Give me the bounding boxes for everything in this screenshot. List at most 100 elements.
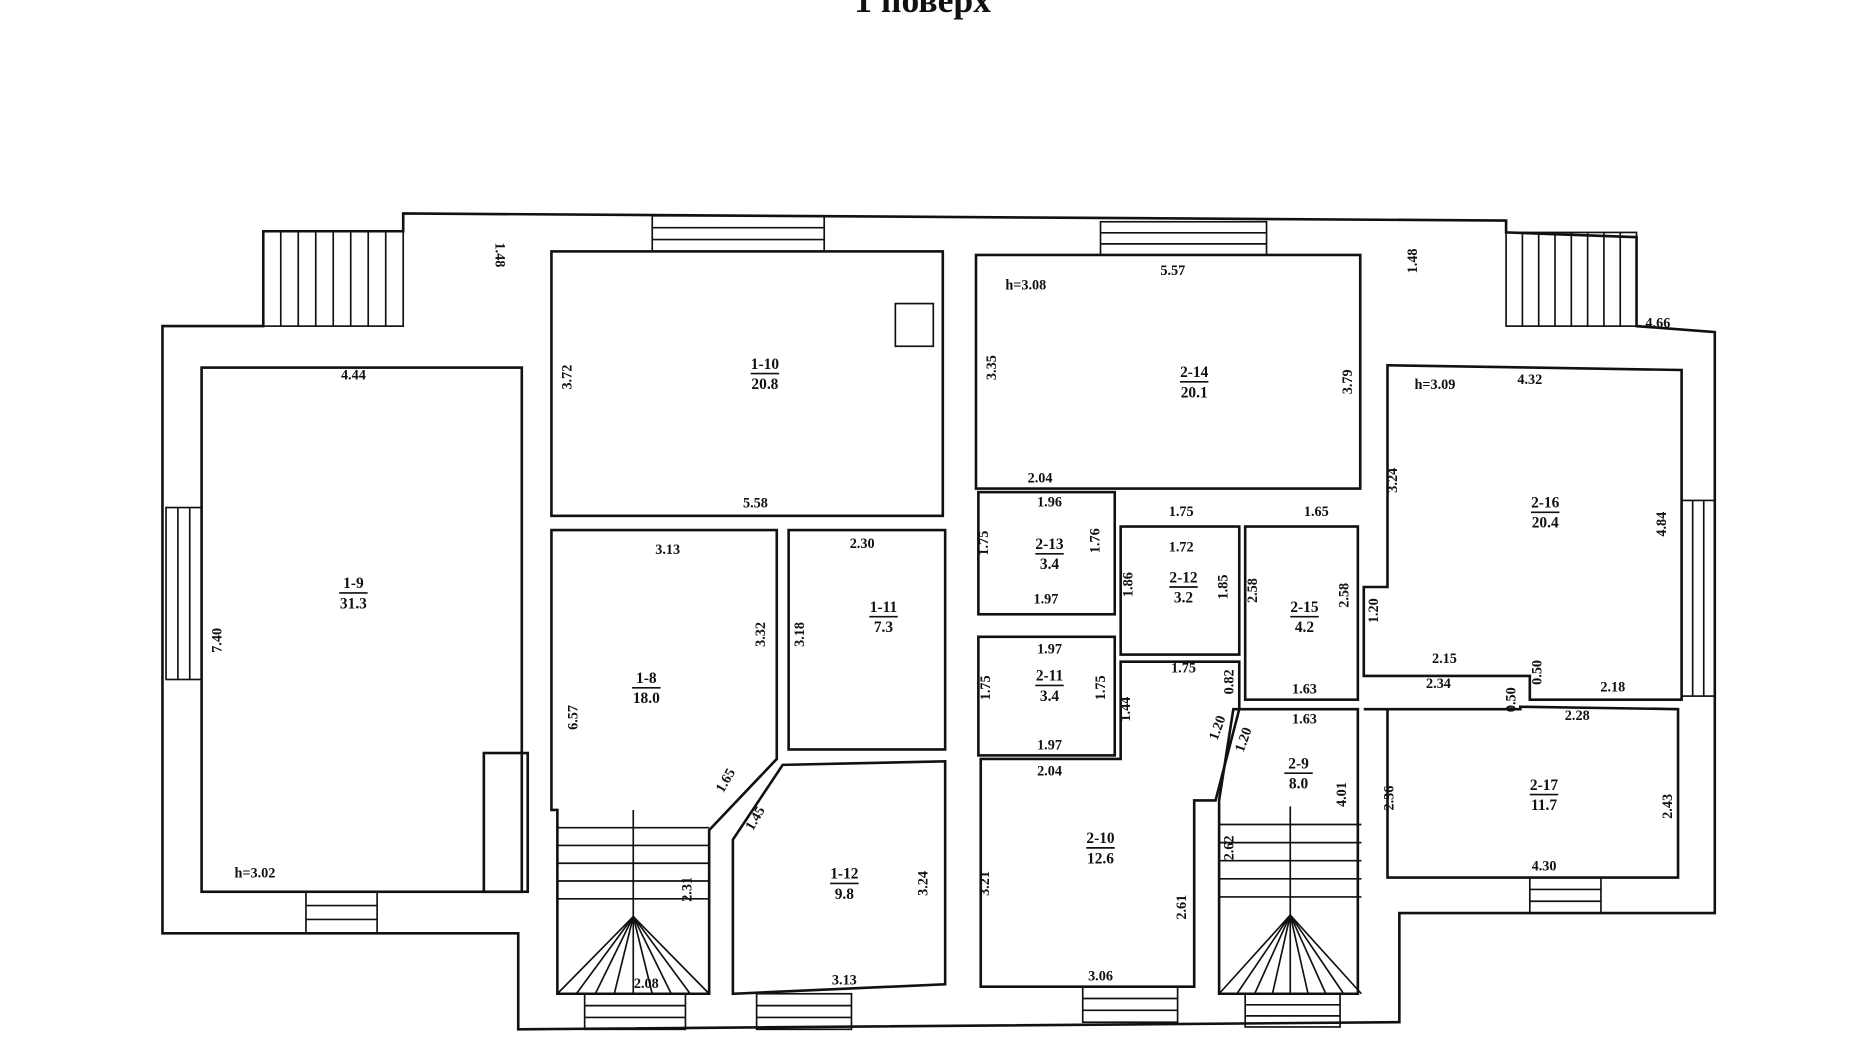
room-number: 2-14: [1180, 364, 1209, 381]
dimension-label: 3.32: [753, 622, 769, 647]
dimension-label: 1.44: [1118, 697, 1134, 722]
window: [165, 506, 203, 681]
staircase-right: [1218, 806, 1363, 995]
dimension-label: 3.35: [984, 355, 1000, 380]
stove-icon: [894, 302, 935, 348]
dimension-label: 2.36: [1381, 786, 1397, 811]
room-2-10-outline: [979, 660, 1241, 988]
dimension-label: 6.57: [566, 705, 582, 730]
room-number: 2-12: [1169, 569, 1198, 586]
dimension-label: 1.63: [1292, 711, 1317, 727]
room-area: 20.8: [751, 376, 778, 393]
fireplace: [482, 751, 530, 894]
dimension-label: 2.15: [1432, 651, 1457, 667]
dimension-label: 1.86: [1121, 572, 1137, 597]
dimension-label: 3.24: [1385, 468, 1401, 493]
room-label-1-12: 1-12 9.8: [830, 866, 859, 903]
window: [651, 214, 826, 253]
dimension-label: 1.63: [1292, 682, 1317, 698]
room-label-2-15: 2-15 4.2: [1290, 599, 1319, 636]
dimension-label: 2.34: [1426, 676, 1451, 692]
dimension-label: 4.44: [341, 367, 366, 383]
dimension-label: 2.58: [1245, 578, 1261, 603]
window: [755, 992, 853, 1031]
dimension-label: 1.20: [1366, 598, 1382, 623]
room-number: 1-10: [751, 356, 780, 373]
dimension-label: 1.85: [1215, 575, 1231, 600]
dimension-label: 3.13: [832, 972, 857, 988]
room-1-9-outline: [200, 366, 524, 894]
dimension-label: 3.72: [560, 365, 576, 390]
dimension-label: 0.50: [1530, 660, 1546, 685]
room-area: 31.3: [340, 595, 367, 612]
dimension-label: 1.97: [1037, 737, 1062, 753]
room-area: 3.4: [1040, 688, 1060, 705]
room-area: 20.1: [1181, 384, 1208, 401]
dimension-label: 3.13: [655, 542, 680, 558]
window: [1244, 992, 1341, 1028]
room-labels: 1-9 31.3 1-10 20.8 1-8 18.0 1-11 7.3 1-12 9.8 2-14…: [339, 356, 1560, 903]
dimension-label: 4.30: [1532, 858, 1557, 874]
room-area: 3.2: [1174, 589, 1194, 606]
room-number: 1-11: [870, 599, 897, 616]
porch-steps-right: [1505, 231, 1638, 327]
dimension-label: 1.75: [1171, 660, 1196, 676]
dimension-label: 1.75: [976, 531, 992, 556]
dimension-label: 1.20: [1232, 725, 1256, 754]
room-number: 1-9: [343, 575, 364, 592]
dimension-label: 0.50: [1504, 687, 1520, 712]
ceiling-height-label: h=3.09: [1414, 377, 1455, 393]
window: [583, 992, 687, 1031]
room-label-2-16: 2-16 20.4: [1530, 495, 1560, 532]
dimension-label: 3.06: [1088, 969, 1113, 985]
room-area: 9.8: [835, 886, 855, 903]
outer-wall: [161, 212, 1717, 1031]
room-area: 18.0: [633, 690, 660, 707]
dimension-label: 2.18: [1600, 679, 1625, 695]
room-label-2-11: 2-113.4: [1035, 668, 1064, 705]
room-1-12-outline: [731, 759, 947, 996]
dimension-label: 1.72: [1169, 539, 1194, 555]
room-number: 1-8: [636, 670, 657, 687]
dimension-label: 1.48: [492, 243, 508, 268]
ceiling-height-label: h=3.02: [235, 866, 276, 882]
dimension-label: 2.04: [1037, 764, 1062, 780]
dimension-label: 2.30: [850, 536, 875, 552]
room-area: 20.4: [1532, 515, 1559, 532]
dimension-label: 0.82: [1221, 669, 1237, 694]
window: [305, 890, 378, 935]
room-2-17-outline: [1363, 705, 1680, 879]
porch-steps-left: [262, 230, 405, 327]
room-label-2-9: 2-98.0: [1284, 755, 1313, 793]
dimension-label: 4.01: [1334, 782, 1350, 807]
room-area: 7.3: [874, 619, 894, 636]
room-number: 2-16: [1531, 495, 1560, 512]
window: [1099, 220, 1268, 256]
dimension-label: 4.66: [1645, 315, 1670, 331]
room-2-11-outline: [977, 635, 1117, 757]
dimension-label: 2.04: [1028, 471, 1053, 487]
dimension-label: 1.76: [1087, 528, 1103, 553]
room-label-1-8: 1-8 18.0: [632, 670, 661, 707]
room-area: 4.2: [1295, 619, 1315, 636]
room-2-16-outline: [1362, 363, 1683, 701]
room-number: 2-15: [1290, 599, 1319, 616]
dimension-label: 1.20: [1206, 714, 1230, 743]
room-1-11-outline: [787, 528, 947, 751]
floor-title: 1 поверх: [854, 0, 991, 20]
dimension-label: 1.96: [1037, 494, 1062, 510]
dimension-label: 1.65: [713, 766, 739, 796]
room-area: 12.6: [1087, 850, 1114, 867]
room-label-2-13: 2-133.4: [1035, 536, 1064, 573]
dimension-label: 5.58: [743, 496, 768, 512]
window: [1528, 876, 1602, 914]
room-number: 1-12: [830, 866, 859, 883]
room-label-2-14: 2-14 20.1: [1179, 364, 1209, 401]
room-area: 8.0: [1289, 776, 1309, 793]
dimension-label: 5.57: [1160, 263, 1185, 279]
ceiling-height-label: h=3.08: [1005, 277, 1046, 293]
dimension-label: 1.97: [1034, 592, 1059, 608]
